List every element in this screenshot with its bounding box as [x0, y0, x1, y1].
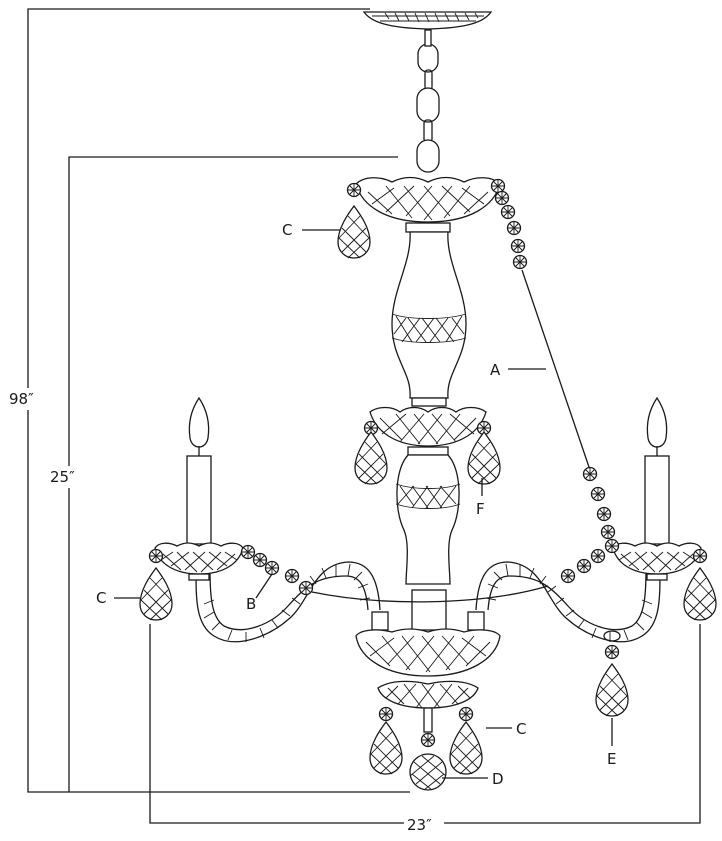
crystals [139, 182, 717, 791]
right-arm [467, 561, 661, 643]
center-column-upper [391, 231, 467, 407]
callout-c-upper: C [282, 221, 292, 239]
body-height-label: 25″ [50, 468, 75, 486]
callout-f: F [476, 500, 485, 518]
left-bobeche-base [188, 573, 210, 581]
middle-bowl [369, 406, 487, 456]
canopy [362, 11, 493, 30]
callout-c-left: C [96, 589, 106, 607]
left-arm [195, 561, 389, 643]
callout-c-lower: C [516, 720, 526, 738]
callout-b: B [246, 595, 256, 613]
callout-d: D [492, 770, 504, 788]
left-bobeche [154, 542, 244, 575]
chain [416, 29, 440, 173]
left-candle [186, 396, 212, 545]
right-bobeche-base [646, 573, 668, 581]
callout-leaders [114, 229, 613, 779]
overall-height-label: 98″ [9, 390, 34, 408]
callout-e: E [607, 750, 616, 768]
right-candle [644, 396, 670, 545]
bead-strand-b [240, 544, 606, 603]
center-column-lower [395, 454, 461, 631]
top-bowl [355, 176, 501, 233]
right-bobeche [612, 542, 702, 575]
callout-a: A [490, 361, 501, 379]
bead-strand-a [490, 178, 620, 554]
width-label: 23″ [407, 816, 432, 834]
bottom-bowl [355, 628, 501, 709]
